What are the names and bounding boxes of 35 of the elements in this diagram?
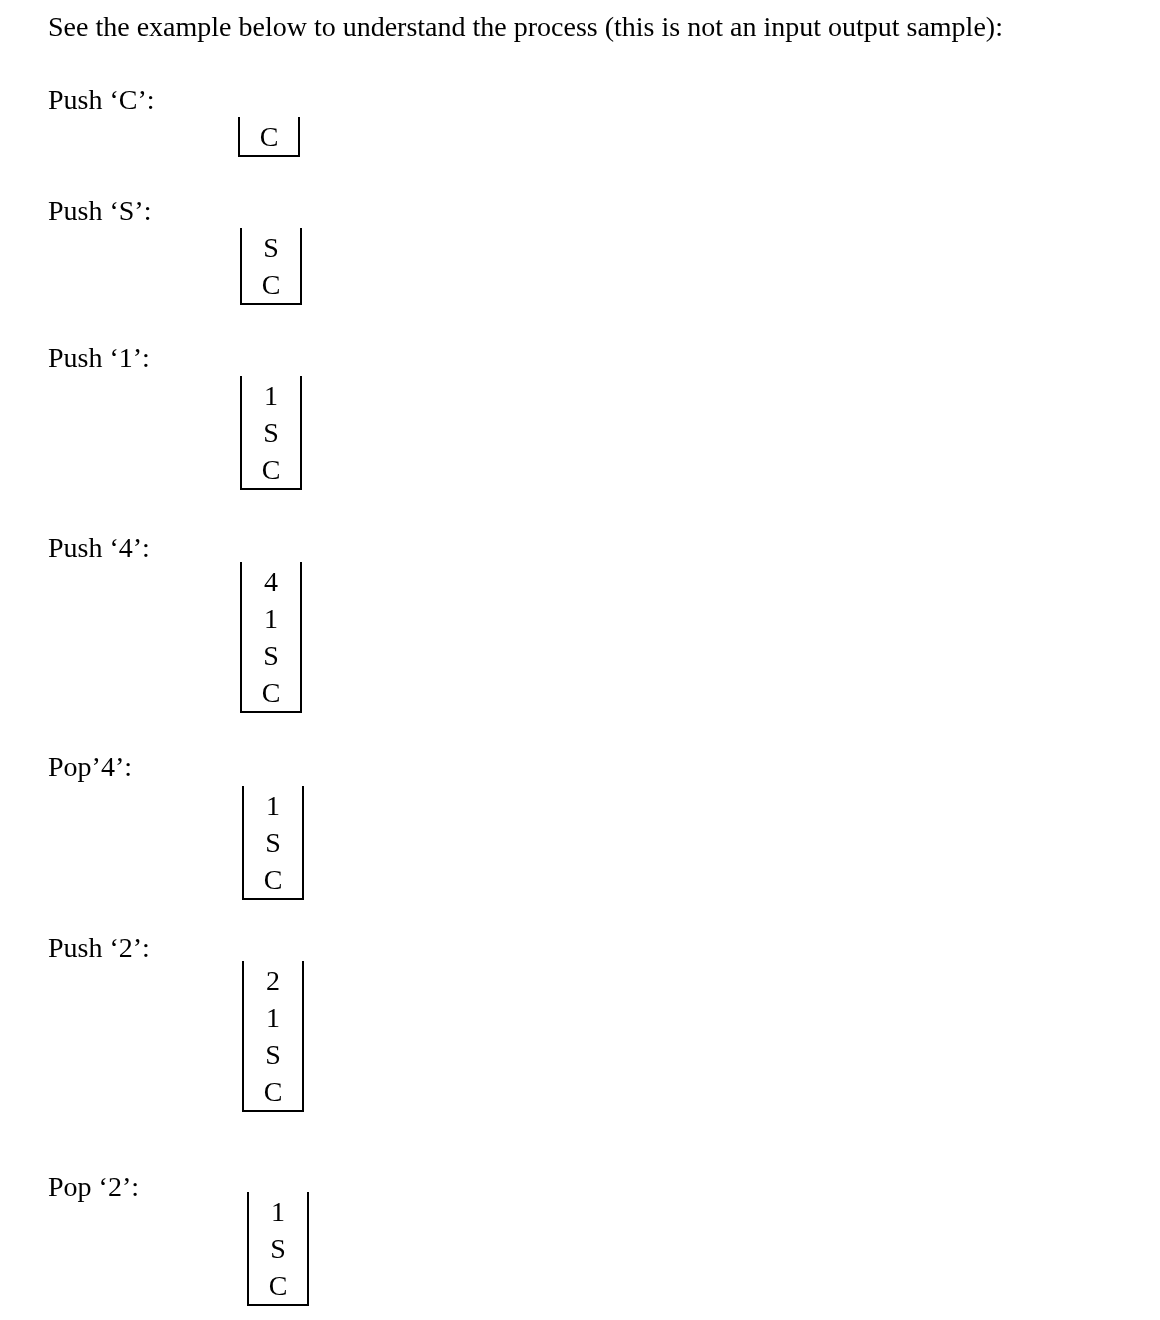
stack-container [240, 376, 302, 490]
stack-item: 1 [263, 602, 279, 636]
stack-container [242, 786, 304, 900]
stack-item: S [262, 416, 280, 450]
operation-label: Pop’4’: [48, 750, 132, 784]
operation-label: Push ‘S’: [48, 194, 152, 228]
stack-item: C [260, 453, 282, 487]
stack-item: C [262, 863, 284, 897]
stack-item: 4 [263, 565, 279, 599]
stack-container [247, 1192, 309, 1306]
stack-item: S [264, 1038, 282, 1072]
stack-item: 1 [265, 789, 281, 823]
stack-item: S [264, 826, 282, 860]
stack-container [238, 117, 300, 157]
stack-item: 1 [265, 1001, 281, 1035]
operation-label: Push ‘2’: [48, 931, 150, 965]
instruction-heading: See the example below to understand the process (this is not an input output sample): [48, 10, 1003, 44]
stack-item: C [262, 1075, 284, 1109]
stack-item: C [267, 1269, 289, 1303]
stack-item: C [258, 120, 280, 154]
stack-container [240, 228, 302, 305]
stack-item: S [262, 231, 280, 265]
operation-label: Pop ‘2’: [48, 1170, 139, 1204]
operation-label: Push ‘C’: [48, 83, 155, 117]
stack-item: S [269, 1232, 287, 1266]
operation-label: Push ‘4’: [48, 531, 150, 565]
stack-item: 2 [265, 964, 281, 998]
stack-container [240, 562, 302, 713]
stack-item: S [262, 639, 280, 673]
stack-item: C [260, 676, 282, 710]
operation-label: Push ‘1’: [48, 341, 150, 375]
stack-item: 1 [263, 379, 279, 413]
stack-item: C [260, 268, 282, 302]
stack-container [242, 961, 304, 1112]
stack-item: 1 [270, 1195, 286, 1229]
